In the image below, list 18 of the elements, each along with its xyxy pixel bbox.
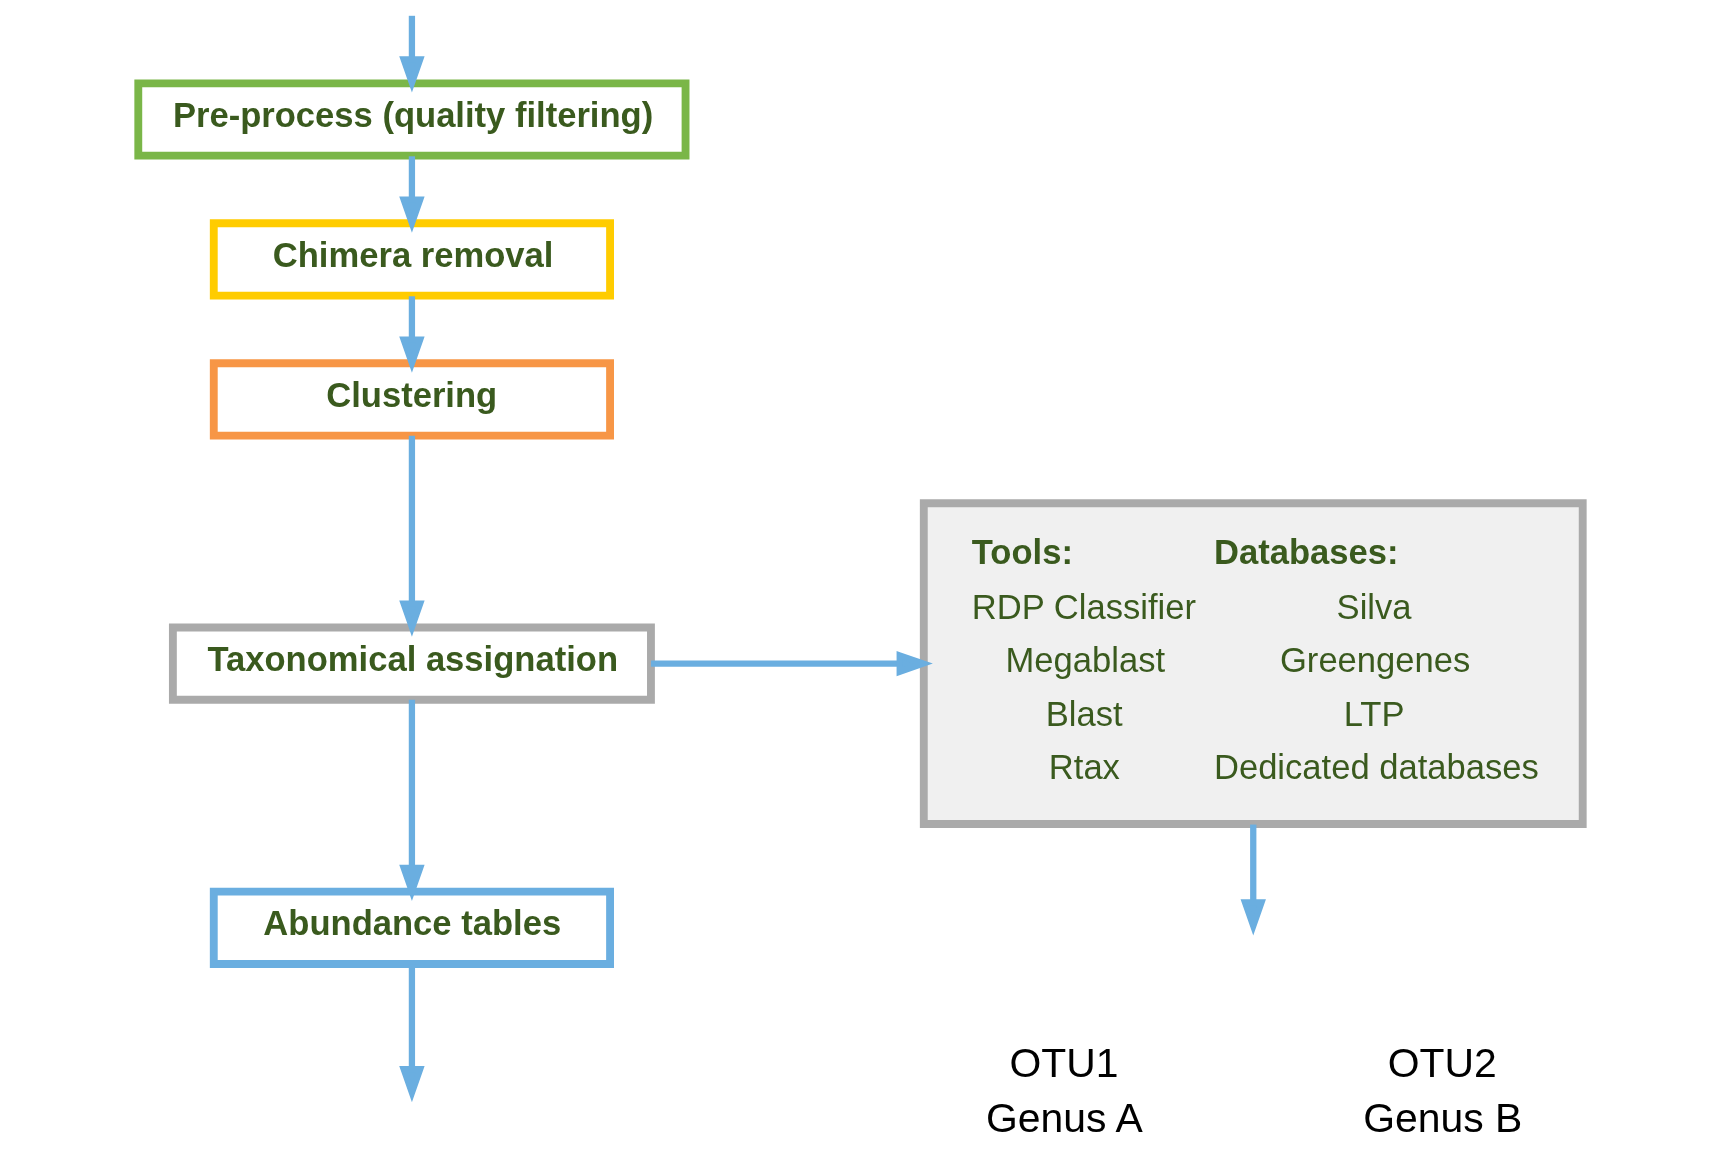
arrow — [651, 650, 933, 677]
node-box: Pre-process (quality filtering) — [134, 79, 690, 160]
node-text: OTU1 — [1009, 1039, 1119, 1086]
node-label: Genus B — [1363, 1094, 1523, 1141]
arrow — [1240, 824, 1266, 936]
arrow — [399, 15, 425, 93]
node-box: Chimera removal — [209, 219, 614, 300]
node-box: Abundance tables — [209, 887, 614, 968]
node-box: Taxonomical assignation — [168, 623, 655, 704]
arrow — [399, 964, 425, 1103]
node-box: Tools: Databases: RDP Classifier Silva Megablast Greengenes Blast LTP Rtax Dedicated databases — [919, 499, 1587, 828]
arrow — [399, 156, 425, 233]
node-label: Genus A — [985, 1094, 1143, 1141]
node-box: Clustering — [209, 359, 614, 440]
node-text: OTU2 — [1387, 1039, 1497, 1086]
arrow — [399, 296, 425, 373]
arrow — [399, 699, 425, 901]
arrow — [399, 435, 425, 637]
